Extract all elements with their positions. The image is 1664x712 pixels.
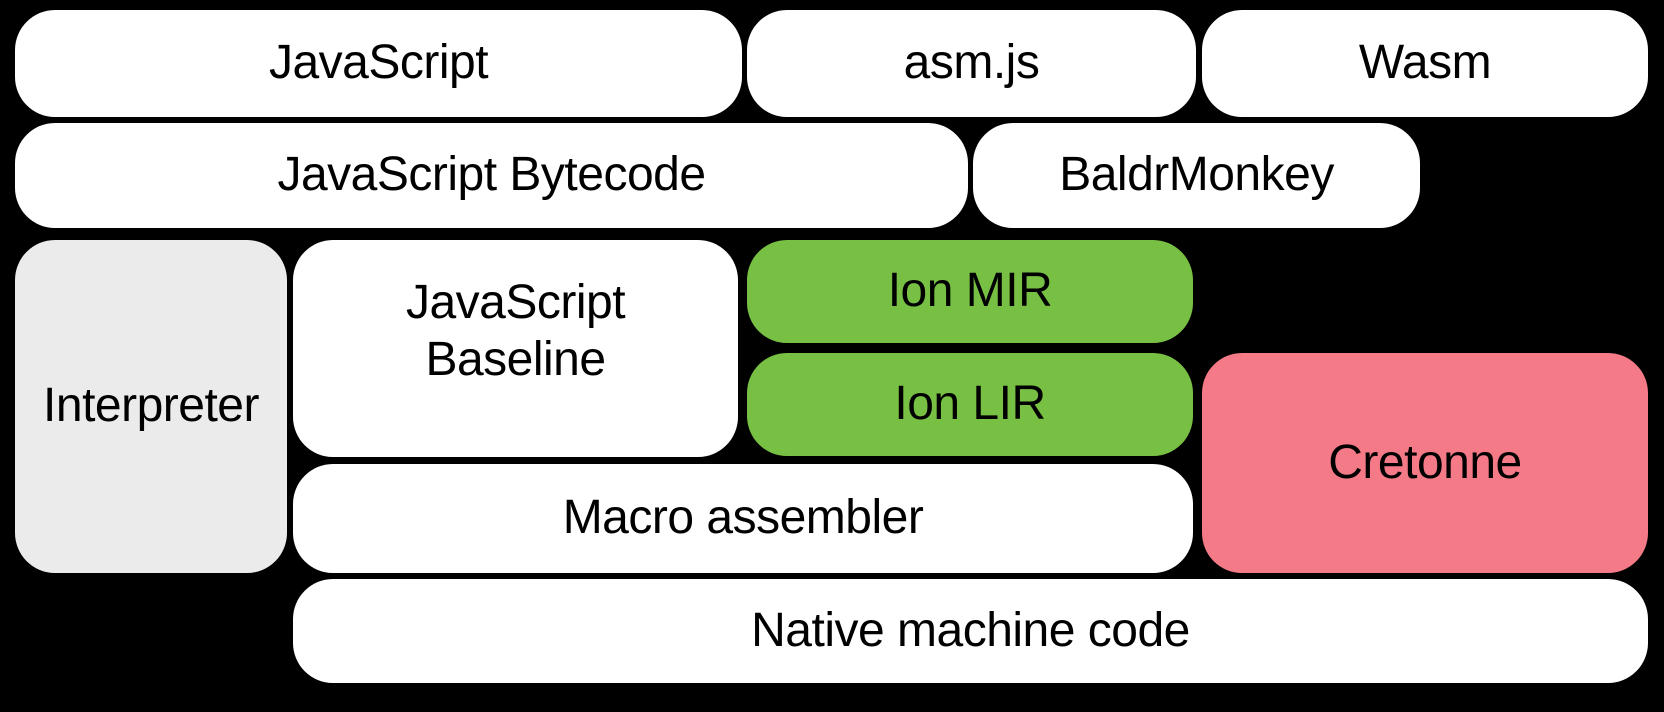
node-javascript-baseline-label: JavaScript Baseline <box>405 275 626 386</box>
node-ion-lir-label: Ion LIR <box>894 377 1046 431</box>
node-native-machine-code: Native machine code <box>293 579 1648 683</box>
node-native-machine-code-label: Native machine code <box>751 603 1190 657</box>
node-javascript-bytecode: JavaScript Bytecode <box>15 123 968 228</box>
node-ion-lir: Ion LIR <box>747 353 1193 456</box>
node-cretonne: Cretonne <box>1202 353 1648 573</box>
node-baldrmonkey: BaldrMonkey <box>973 123 1420 228</box>
node-asmjs-label: asm.js <box>903 36 1040 90</box>
node-wasm-label: Wasm <box>1358 36 1492 90</box>
node-baldrmonkey-label: BaldrMonkey <box>1059 148 1334 202</box>
node-wasm: Wasm <box>1202 10 1648 117</box>
node-javascript: JavaScript <box>15 10 742 117</box>
node-ion-mir: Ion MIR <box>747 240 1193 343</box>
node-asmjs: asm.js <box>747 10 1196 117</box>
node-javascript-label: JavaScript <box>268 36 489 90</box>
node-interpreter-label: Interpreter <box>43 379 259 433</box>
node-javascript-bytecode-label: JavaScript Bytecode <box>277 148 706 202</box>
node-javascript-baseline: JavaScript Baseline <box>293 240 738 457</box>
node-interpreter: Interpreter <box>15 240 287 573</box>
node-macro-assembler: Macro assembler <box>293 464 1193 573</box>
node-macro-assembler-label: Macro assembler <box>562 491 924 545</box>
node-cretonne-label: Cretonne <box>1328 435 1522 489</box>
node-ion-mir-label: Ion MIR <box>887 264 1053 318</box>
